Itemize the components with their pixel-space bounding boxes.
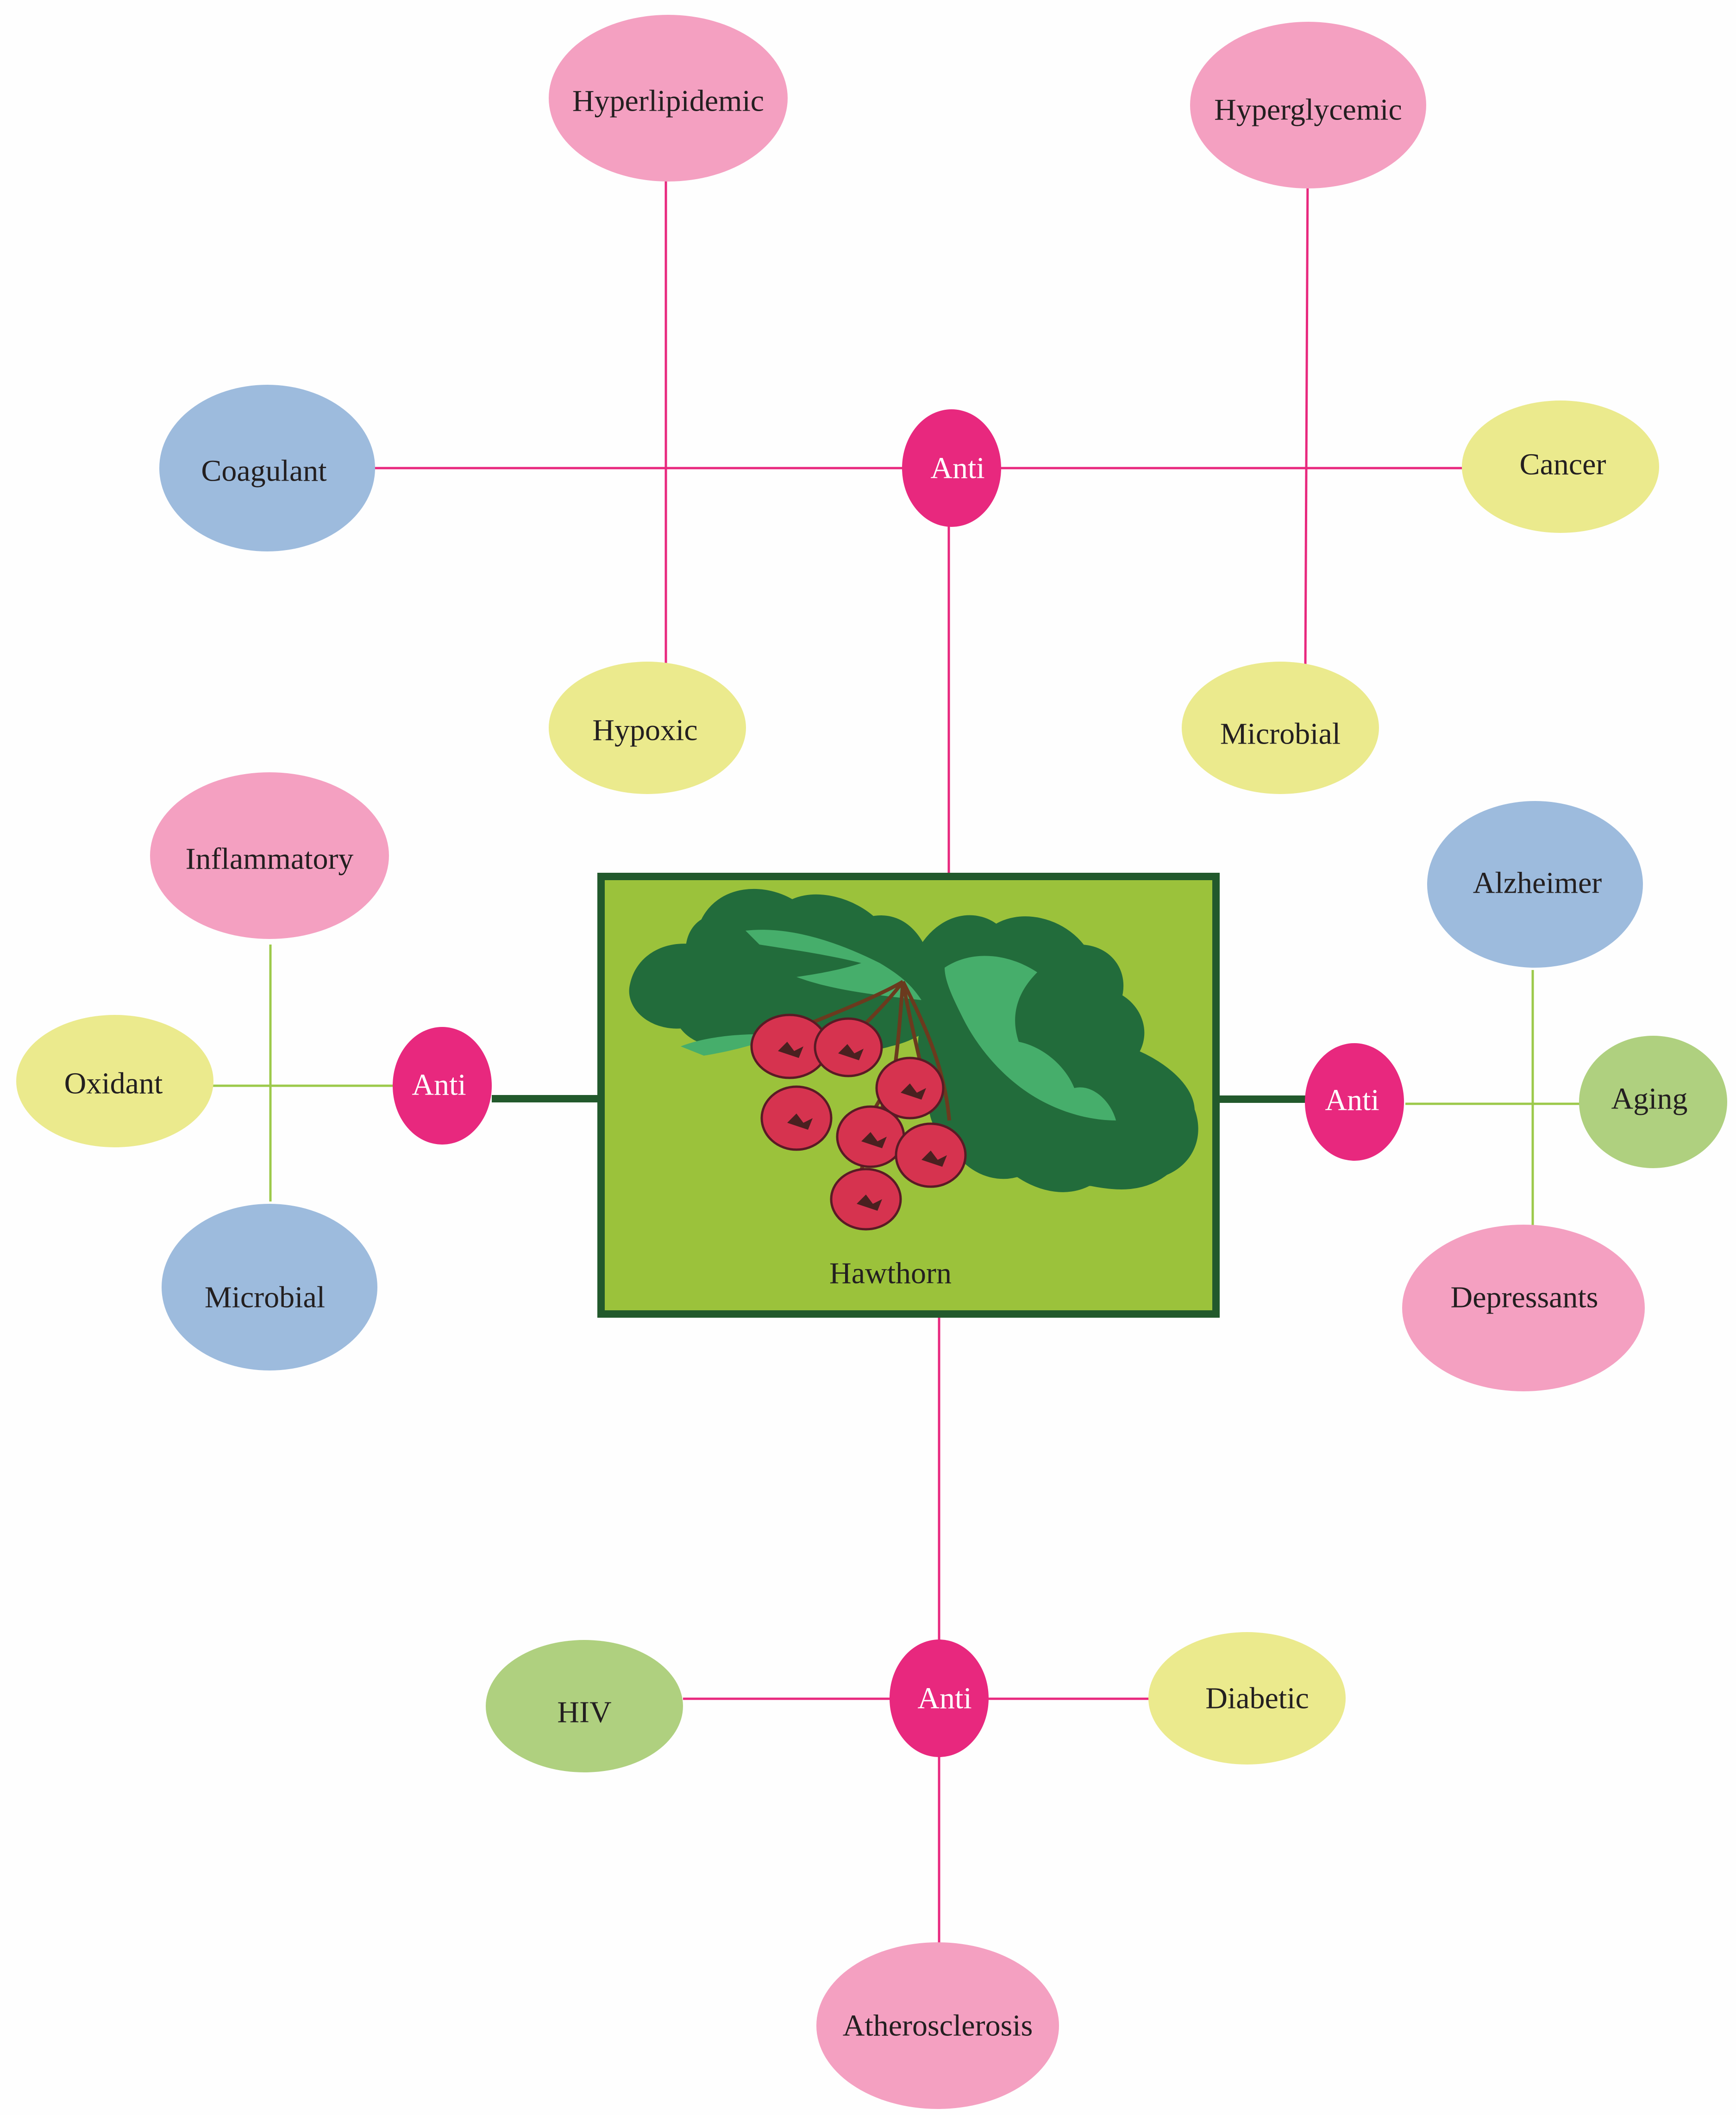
- node-microbial-top: Microbial: [1182, 662, 1379, 794]
- node-anti-bottom-label: Anti: [917, 1682, 971, 1715]
- node-atherosclerosis: Atherosclerosis: [816, 1942, 1059, 2109]
- node-cancer-label: Cancer: [1520, 448, 1606, 482]
- hawthorn-box: Hawthorn: [597, 873, 1220, 1318]
- line-hyperglycemic-microbial: [1304, 173, 1309, 665]
- node-oxidant-label: Oxidant: [64, 1067, 163, 1101]
- node-coagulant-label: Coagulant: [201, 454, 326, 488]
- node-oxidant: Oxidant: [16, 1015, 213, 1147]
- node-hyperglycemic-label: Hyperglycemic: [1214, 93, 1402, 127]
- hawthorn-leaves-icon: [629, 889, 1198, 1192]
- node-inflammatory: Inflammatory: [150, 772, 389, 939]
- node-hyperlipidemic-label: Hyperlipidemic: [572, 84, 764, 118]
- node-cancer: Cancer: [1462, 400, 1659, 533]
- node-coagulant: Coagulant: [159, 385, 375, 551]
- connector-lines: [211, 173, 1580, 1945]
- node-alzheimer-label: Alzheimer: [1473, 866, 1602, 900]
- node-hiv-label: HIV: [557, 1696, 611, 1729]
- node-microbial-left-label: Microbial: [205, 1281, 325, 1314]
- hawthorn-label: Hawthorn: [829, 1257, 952, 1290]
- node-diabetic-label: Diabetic: [1205, 1682, 1309, 1715]
- node-anti-left: Anti: [393, 1027, 492, 1145]
- left-cluster: Inflammatory Oxidant Microbial Anti: [16, 772, 492, 1370]
- node-anti-top-label: Anti: [930, 451, 984, 485]
- top-cluster: Hyperlipidemic Hyperglycemic Coagulant C…: [159, 15, 1659, 794]
- node-anti-left-label: Anti: [412, 1068, 466, 1102]
- node-inflammatory-label: Inflammatory: [186, 842, 354, 876]
- node-microbial-left: Microbial: [162, 1204, 377, 1370]
- node-microbial-top-label: Microbial: [1220, 717, 1341, 751]
- node-hyperlipidemic: Hyperlipidemic: [549, 15, 788, 181]
- node-anti-right: Anti: [1305, 1043, 1404, 1161]
- node-hiv: HIV: [486, 1640, 683, 1772]
- hawthorn-berry-marks: [778, 1042, 947, 1211]
- right-cluster: Alzheimer Aging Depressants Anti: [1305, 801, 1727, 1391]
- node-atherosclerosis-label: Atherosclerosis: [843, 2009, 1033, 2043]
- node-hypoxic: Hypoxic: [549, 662, 746, 794]
- node-anti-right-label: Anti: [1325, 1083, 1379, 1117]
- node-anti-top: Anti: [902, 409, 1001, 527]
- bottom-cluster: HIV Diabetic Atherosclerosis Anti: [486, 1632, 1346, 2109]
- node-depressants: Depressants: [1402, 1225, 1645, 1391]
- node-depressants-label: Depressants: [1451, 1281, 1598, 1314]
- node-hypoxic-label: Hypoxic: [592, 713, 697, 747]
- node-aging: Aging: [1579, 1036, 1727, 1168]
- node-aging-label: Aging: [1611, 1082, 1688, 1116]
- node-anti-bottom: Anti: [890, 1639, 989, 1757]
- node-alzheimer: Alzheimer: [1427, 801, 1643, 968]
- node-diabetic: Diabetic: [1148, 1632, 1346, 1765]
- node-hyperglycemic: Hyperglycemic: [1190, 22, 1426, 188]
